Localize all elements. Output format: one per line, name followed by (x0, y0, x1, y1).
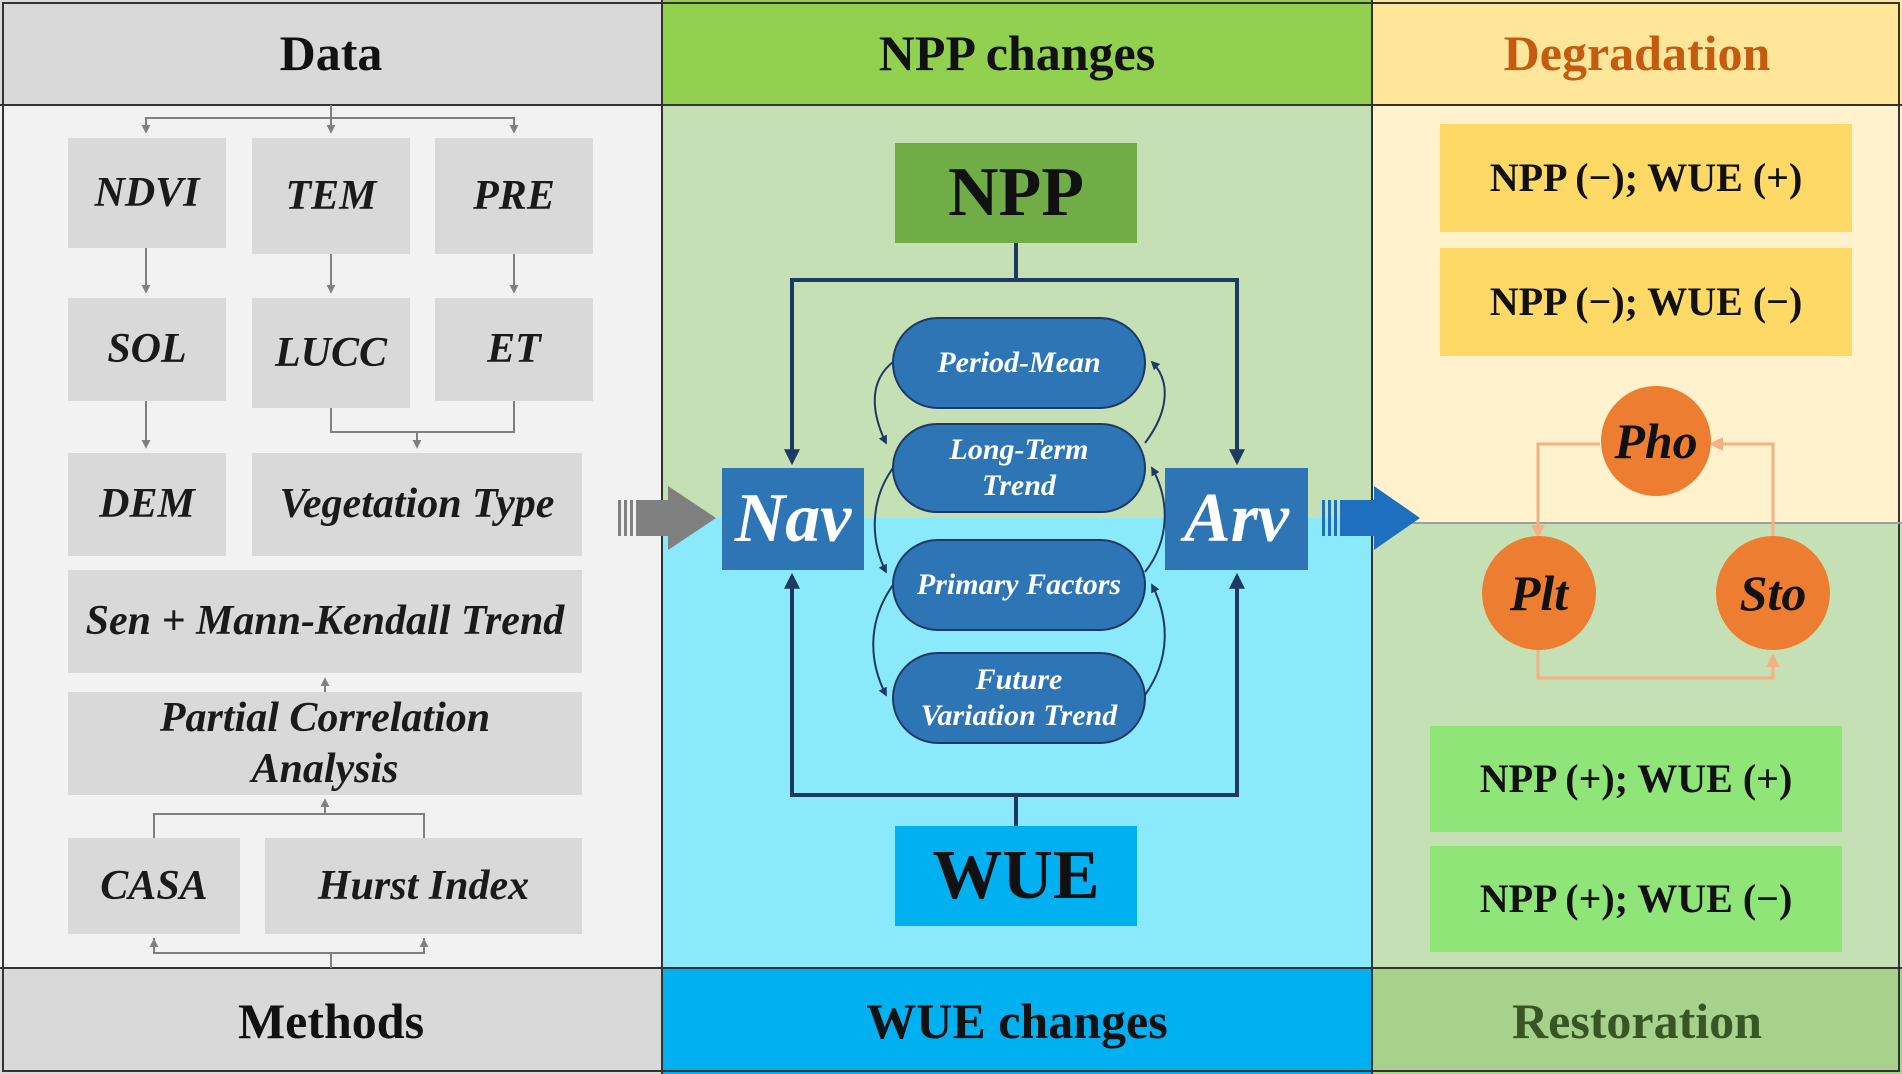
data-boxes (68, 138, 593, 934)
arv-to-results-arrow (1322, 486, 1420, 550)
circle-connectors (1531, 437, 1780, 680)
pho-circle (1601, 386, 1711, 496)
pill-cycle-arrows (872, 360, 1166, 697)
wue-label: WUE (932, 837, 1100, 914)
partial-correlation-box: Partial Correlation Analysis (159, 695, 491, 792)
data-header-bg (0, 0, 662, 105)
lucc-box: LUCC (274, 329, 387, 376)
methods-footer: Methods (237, 993, 425, 1049)
nav-box (722, 468, 864, 570)
degradation-header-bg (1372, 0, 1902, 105)
pre-box: PRE (473, 172, 555, 219)
wue-changes-footer: WUE changes (866, 993, 1168, 1049)
data-header: Data (279, 24, 383, 81)
degradation-box-2 (1440, 248, 1852, 356)
degradation-box-1 (1440, 124, 1852, 232)
npp-label: NPP (947, 154, 1085, 231)
degradation-label-1: NPP (−); WUE (+) (1489, 155, 1803, 200)
hurst-index-box: Hurst Index (317, 862, 530, 909)
degradation-label-2: NPP (−); WUE (−) (1489, 279, 1803, 324)
pho-label: Pho (1614, 413, 1698, 469)
et-box: ET (487, 326, 541, 373)
restoration-label-1: NPP (+); WUE (+) (1479, 756, 1793, 801)
data-arrows (141, 105, 519, 968)
wue-box (895, 826, 1137, 926)
ndvi-box: NDVI (94, 169, 200, 216)
arv-box (1165, 468, 1308, 570)
sto-label: Sto (1739, 565, 1807, 621)
period-mean-pill: Period-Mean (937, 346, 1101, 379)
plt-label: Plt (1509, 565, 1569, 621)
nav-label: Nav (734, 480, 852, 557)
restoration-box-1 (1430, 726, 1842, 832)
casa-box: CASA (100, 862, 208, 909)
tem-box: TEM (285, 172, 377, 219)
sol-box: SOL (107, 326, 187, 373)
methods-footer-bg (0, 968, 662, 1074)
center-connectors (784, 243, 1245, 826)
long-term-trend-pill: Long-Term Trend (949, 433, 1089, 502)
plt-circle (1482, 536, 1596, 650)
restoration-box-2 (1430, 846, 1842, 952)
future-variation-trend-pill: Future Variation Trend (920, 663, 1118, 732)
sto-circle (1716, 536, 1830, 650)
npp-changes-header: NPP changes (878, 24, 1156, 81)
primary-factors-pill: Primary Factors (916, 568, 1122, 601)
arv-label: Arv (1184, 480, 1289, 557)
data-to-nav-arrow (618, 486, 716, 550)
wue-footer-bg (662, 968, 1372, 1074)
vegetation-type-box: Vegetation Type (279, 481, 555, 528)
restoration-label-2: NPP (+); WUE (−) (1479, 876, 1793, 921)
npp-header-bg (662, 0, 1372, 105)
restoration-footer: Restoration (1512, 993, 1762, 1049)
degradation-header: Degradation (1503, 24, 1771, 81)
restoration-footer-bg (1372, 968, 1902, 1074)
npp-box (895, 143, 1137, 243)
sen-mk-trend-box: Sen + Mann-Kendall Trend (85, 598, 565, 645)
dem-box: DEM (99, 481, 195, 528)
